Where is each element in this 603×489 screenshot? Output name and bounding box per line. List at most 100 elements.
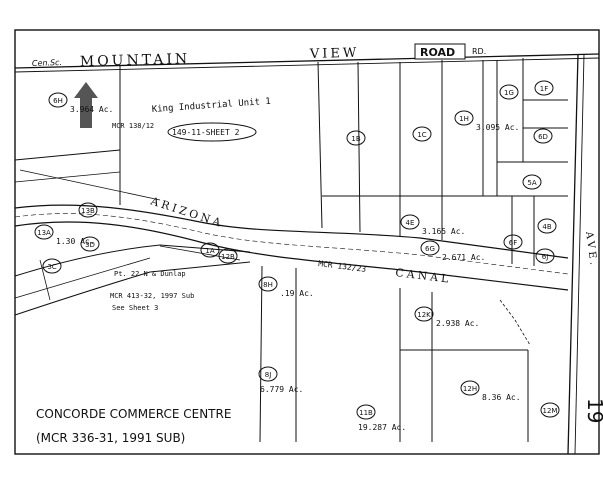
parcel-id: 1G [504, 89, 514, 97]
parcel-id: 13A [37, 229, 51, 237]
parcel-id: 3D [85, 241, 95, 249]
parcel-line [259, 265, 263, 443]
parcel-8j: 8J6.779 Ac. [258, 366, 303, 394]
street-label-view: VIEW [309, 46, 360, 62]
parcel-circle [537, 218, 557, 234]
parcel-circle [258, 276, 278, 292]
parcel-circle [420, 240, 440, 256]
parcel-line [159, 245, 241, 261]
parcel-6h: 6H3.964 Ac. [48, 92, 113, 114]
street-label-avenue: AVE. [583, 230, 599, 269]
parcel-circle [540, 402, 560, 418]
parcel-3d: 3D [80, 236, 100, 252]
parcel-1f: 1F [534, 80, 554, 96]
parcel-6f: 6F [503, 234, 523, 250]
canal-edge-west-2 [14, 261, 251, 316]
parcel-id: 12M [543, 407, 558, 415]
parcel-line [14, 149, 121, 161]
canal-edge-west [14, 244, 251, 277]
parcel-1c: 1C [412, 126, 432, 142]
parcel-id: 6G [425, 245, 435, 253]
parcel-id: 13B [81, 207, 95, 215]
road-label-box [414, 43, 466, 60]
parcel-circle [522, 174, 542, 190]
parcel-6j: 6J [535, 248, 555, 264]
north-arrow-icon [74, 82, 98, 128]
parcel-id: 1A [205, 247, 214, 255]
street-label-rd: RD. [472, 47, 486, 56]
parcel-circle [48, 92, 68, 108]
note-see-sheet: See Sheet 3 [112, 304, 158, 312]
parcel-circle [356, 404, 376, 420]
parcel-id: 6J [542, 253, 549, 261]
parcel-area: 3.964 Ac. [70, 105, 113, 114]
parcel-1b: 1B [346, 130, 366, 146]
map-frame [14, 29, 600, 455]
parcel-12k: 12K 2.938 Ac. [414, 306, 479, 328]
parcel-circle [42, 258, 62, 274]
parcel-id: 8H [263, 281, 273, 289]
parcel-line [39, 259, 51, 301]
parcel-12m: 12M [540, 402, 560, 418]
parcel-circle [78, 202, 98, 218]
parcel-line [19, 169, 161, 201]
parcel-id: 4E [406, 219, 415, 227]
canal-edge-south [14, 221, 569, 291]
road-line-top [14, 53, 600, 69]
parcel-circle [503, 234, 523, 250]
parcel-4b: 4B [537, 218, 557, 234]
note-mcr-top: MCR 138/12 [112, 122, 154, 130]
parcel-4e: 4E3.165 Ac. [400, 214, 465, 236]
parcel-id: 6D [538, 133, 548, 141]
note-mcr-1997: MCR 413-32, 1997 Sub [110, 292, 194, 300]
parcel-circle [400, 214, 420, 230]
parcel-id: 1B [351, 135, 360, 143]
parcel-id: 1H [459, 115, 469, 123]
parcel-id: 12H [463, 385, 477, 393]
parcel-circle [258, 366, 278, 382]
parcel-line [317, 61, 323, 229]
parcel-line [14, 257, 151, 299]
parcel-circle [34, 224, 54, 240]
road-line-top-2 [14, 57, 600, 73]
parcel-area: 2.938 Ac. [436, 319, 479, 328]
note-sheet-ref: 149-11-SHEET 2 [172, 128, 240, 137]
parcel-6d: 6D [533, 128, 553, 144]
parcel-circle [534, 80, 554, 96]
parcel-area: 19.287 Ac. [358, 423, 406, 432]
parcel-id: 12K [417, 311, 431, 319]
parcel-id: 1F [540, 85, 548, 93]
parcel-circle [412, 126, 432, 142]
parcel-circle [80, 236, 100, 252]
parcel-line [499, 299, 531, 346]
parcel-circle [499, 84, 519, 100]
parcel-circle [454, 110, 474, 126]
parcel-id: 3C [47, 263, 56, 271]
note-pt-22: Pt. 22 N & Dunlap [114, 270, 186, 278]
parcel-circle [200, 242, 220, 258]
parcel-13b: 13B [78, 202, 98, 218]
parcel-circle [218, 248, 238, 264]
parcel-id: 6F [509, 239, 517, 247]
parcel-circle [414, 306, 434, 322]
parcel-1a: 1A [200, 242, 220, 258]
parcel-circle [460, 380, 480, 396]
parcel-circle [535, 248, 555, 264]
parcel-circle [346, 130, 366, 146]
parcel-12b: 12B [218, 248, 238, 264]
street-label-mountain: MOUNTAIN [80, 51, 191, 70]
parcel-id: 5A [527, 179, 536, 187]
avenue-line-2 [574, 53, 585, 455]
parcel-area: 2.671 Ac. [442, 253, 485, 262]
parcel-id: 4B [542, 223, 551, 231]
canal-centerline [14, 213, 569, 275]
street-note-cen-sc: Cen.Sc. [32, 58, 62, 68]
parcel-line [14, 171, 121, 183]
street-label-road: ROAD [420, 46, 455, 59]
parcel-1h: 1H3.095 Ac. [454, 110, 519, 132]
